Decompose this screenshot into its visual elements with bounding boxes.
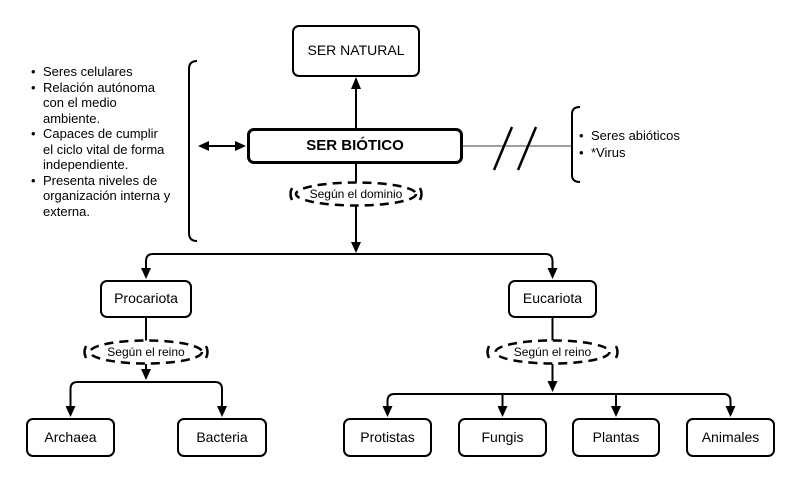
node-ser-natural: SER NATURAL — [292, 25, 420, 77]
kingdom-ellipse-left — [88, 339, 204, 365]
kingdom-ellipse-right — [494, 339, 611, 365]
characteristic-item: Seres celulares — [30, 64, 188, 80]
excluded-link-line — [463, 106, 581, 183]
node-fungis: Fungis — [458, 418, 547, 457]
left-notes-bracket — [188, 60, 198, 242]
characteristic-item: Presenta niveles de organización interna… — [30, 173, 188, 220]
kingdom-branch-left — [65, 318, 227, 417]
kingdom-right-paren-left — [486, 345, 491, 359]
node-eucariota: Eucariota — [508, 280, 597, 318]
domain-ellipse-paren-left — [289, 187, 294, 201]
exclusion-item: Seres abióticos — [578, 127, 708, 144]
node-bacteria: Bacteria — [177, 418, 267, 457]
double-arrow-notes-biotico — [198, 141, 246, 151]
node-plantas: Plantas — [572, 418, 660, 457]
kingdom-connector-label-left: Según el reino — [107, 345, 185, 359]
domain-branch — [141, 164, 558, 279]
slash-mark-1 — [492, 126, 514, 171]
node-animales: Animales — [686, 418, 775, 457]
characteristic-item: Relación autónoma con el medio ambiente. — [30, 80, 188, 127]
abiotic-exclusions-list: Seres abióticos *Virus — [578, 127, 708, 161]
kingdom-branch-right — [382, 318, 736, 417]
node-procariota: Procariota — [100, 280, 192, 318]
arrow-biotico-to-natural — [351, 77, 361, 128]
domain-connector-label: Según el dominio — [309, 187, 403, 201]
node-protistas: Protistas — [343, 418, 432, 457]
domain-ellipse — [294, 181, 418, 207]
kingdom-right-paren-right — [614, 345, 619, 359]
characteristic-item: Capaces de cumplir el ciclo vital de for… — [30, 126, 188, 173]
slash-mark-2 — [516, 126, 538, 171]
kingdom-left-paren-right — [204, 345, 209, 359]
right-notes-bracket — [571, 106, 581, 183]
kingdom-connector-label-right: Según el reino — [513, 345, 592, 359]
domain-ellipse-paren-right — [418, 187, 423, 201]
exclusion-item: *Virus — [578, 144, 708, 161]
node-archaea: Archaea — [26, 418, 115, 457]
biotic-characteristics-list: Seres celulares Relación autónoma con el… — [30, 64, 188, 219]
node-ser-biotico: SER BIÓTICO — [247, 128, 463, 164]
kingdom-left-paren-left — [83, 345, 88, 359]
